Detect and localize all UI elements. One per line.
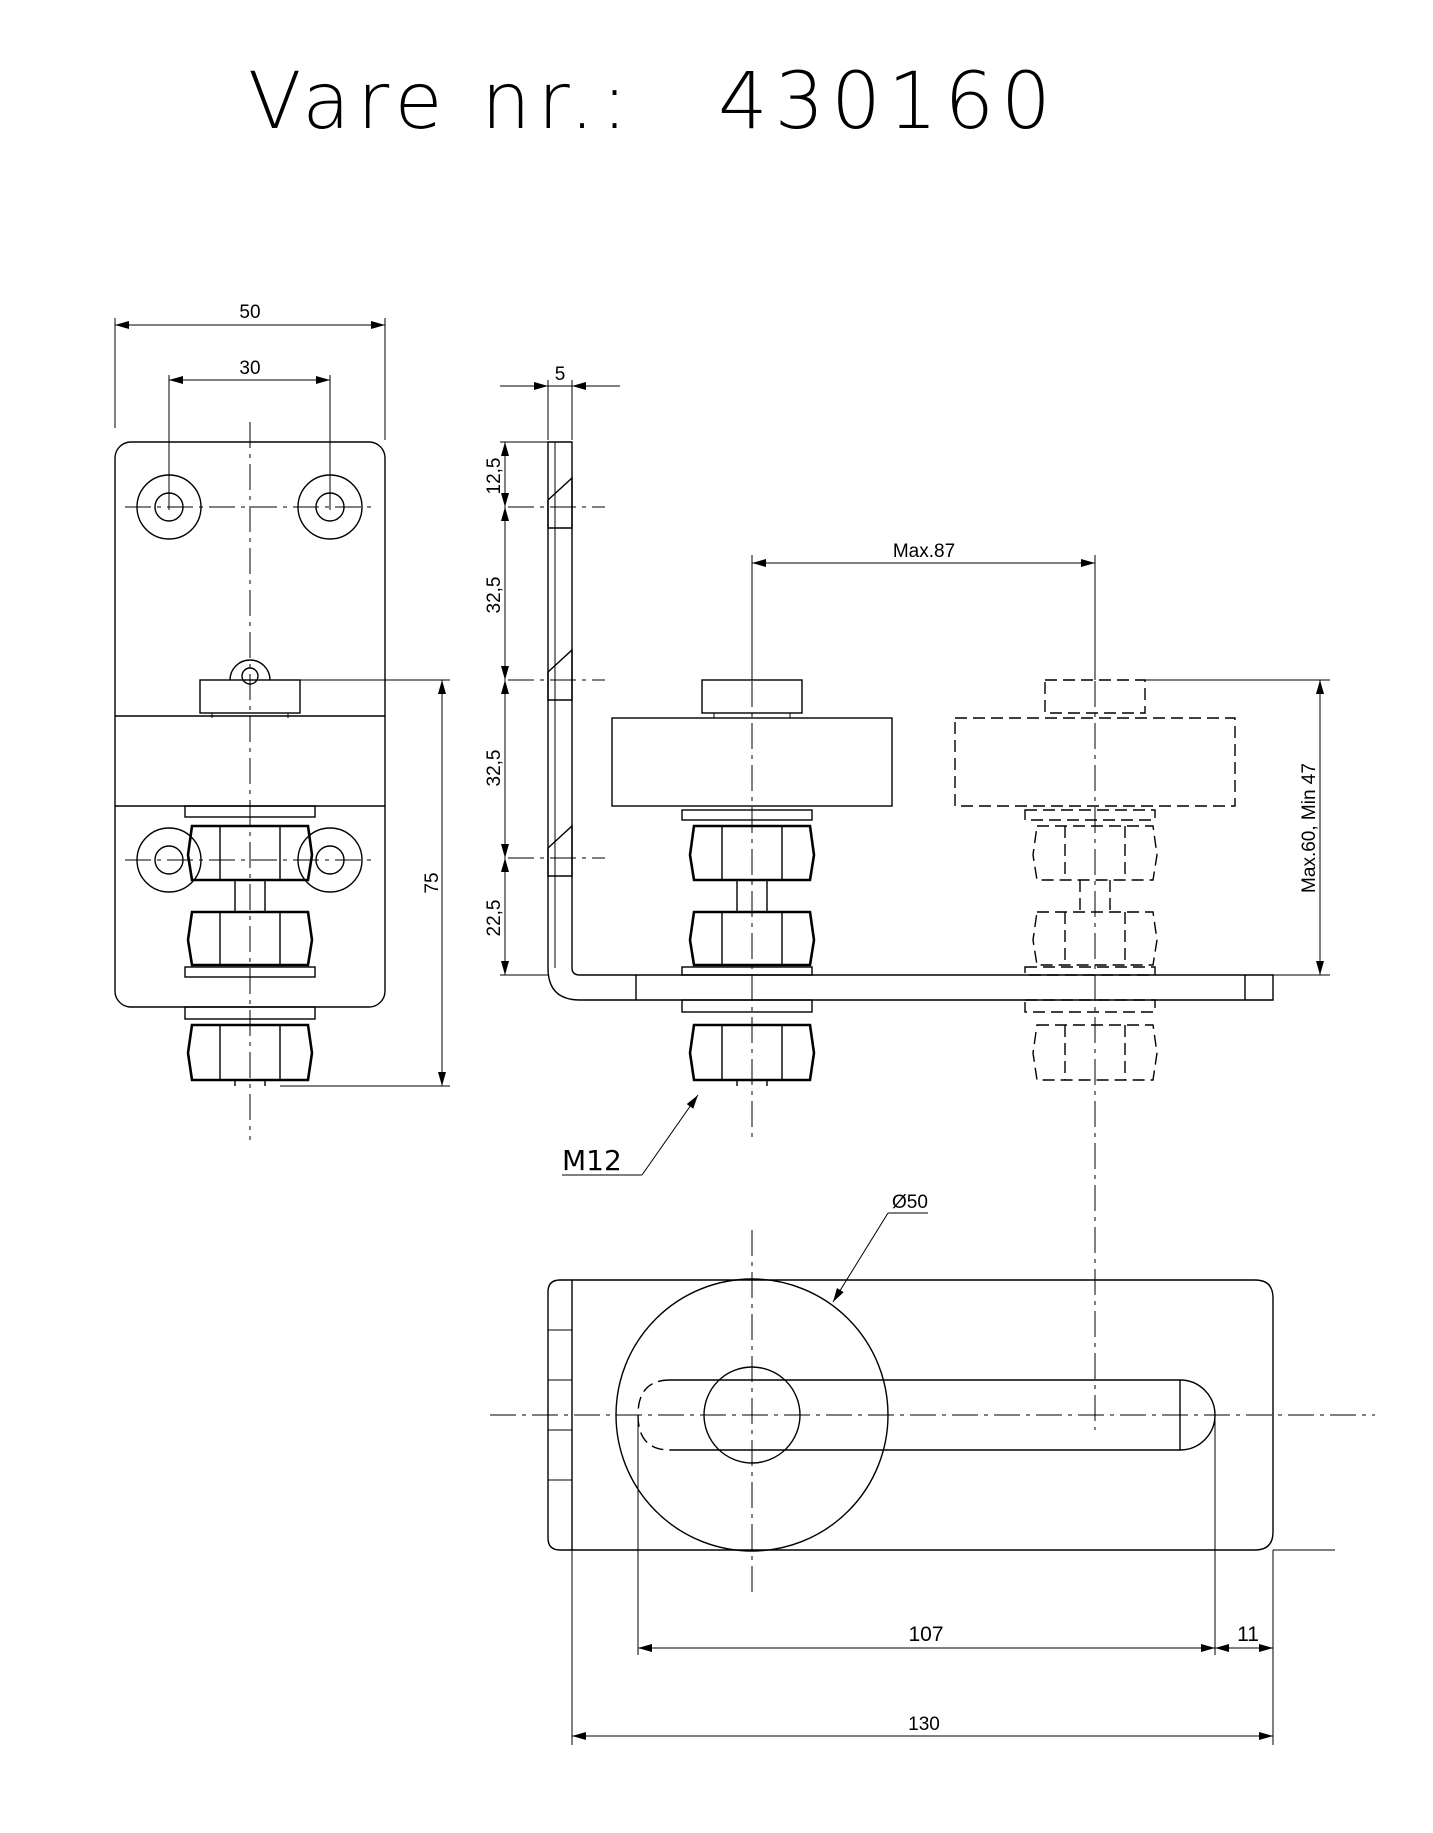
dim-offset-top: 12,5 — [484, 458, 505, 495]
dim-pitch-a: 32,5 — [484, 577, 505, 614]
hex-nut — [186, 1023, 314, 1082]
top-view: Ø50 107 11 130 — [490, 1192, 1375, 1745]
wheel-hidden — [954, 717, 1236, 807]
dim-offset-bottom: 22,5 — [484, 900, 505, 937]
hex-nut — [186, 910, 314, 967]
dim-end-11: 11 — [1237, 1623, 1259, 1646]
wheel — [611, 717, 893, 807]
wheel-assembly-min — [611, 679, 893, 1086]
side-view: 5 12,5 32,5 32,5 22,5 — [484, 364, 1330, 1430]
title-label: Vare nr.: — [248, 57, 635, 147]
dim-width: 50 — [239, 302, 260, 323]
dim-max-min-height: Max.60, Min 47 — [1299, 763, 1320, 893]
item-number: 430160 — [718, 57, 1058, 147]
dim-pitch-b: 32,5 — [484, 750, 505, 787]
dim-total-length: 130 — [908, 1714, 940, 1735]
dim-slot-length: 107 — [908, 1623, 943, 1646]
title-block: Vare nr.: 430160 — [248, 57, 1058, 147]
dim-thickness: 5 — [555, 364, 566, 385]
hex-nut — [186, 824, 314, 882]
l-bracket — [547, 441, 1274, 1001]
bolt-thread-label: M12 — [562, 1144, 622, 1177]
base-plate — [547, 1279, 1274, 1551]
dim-height: 75 — [422, 872, 443, 893]
dim-max-87: Max.87 — [893, 541, 955, 562]
dim-wheel-diameter: Ø50 — [892, 1192, 928, 1213]
front-view: 50 30 75 — [114, 302, 450, 1140]
wheel-assembly-max — [954, 679, 1236, 1081]
dim-hole-spacing: 30 — [239, 358, 260, 379]
